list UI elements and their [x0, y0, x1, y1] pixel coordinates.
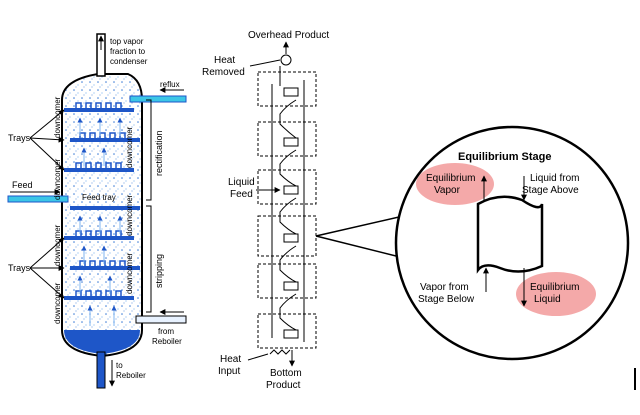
- equilibrium-stage: Equilibrium Stage Equilibrium Vapor Equi…: [394, 125, 630, 361]
- distillation-column: downcomer downcomer downcomer downcomer …: [7, 33, 187, 389]
- downcomer-label-6: downcomer: [125, 252, 134, 294]
- stage-flow-lines: [271, 66, 305, 342]
- trays-label-bottom: Trays: [8, 263, 31, 273]
- trays-callout-top: [29, 109, 65, 171]
- edge-mark: [634, 368, 636, 390]
- column-shell: [61, 73, 143, 358]
- eq-vapor-highlight: [416, 163, 494, 205]
- overhead-product-label: Overhead Product: [248, 30, 329, 41]
- liquid-from-above-label: Liquid from Stage Above: [522, 173, 582, 196]
- feed-tray-label: Feed tray: [82, 193, 116, 202]
- stripping-label: stripping: [154, 254, 164, 288]
- bottom-liquid: [64, 330, 140, 354]
- equilibrium-title: Equilibrium Stage: [458, 151, 552, 163]
- downcomer-label-5: downcomer: [53, 224, 62, 266]
- stage-schematic: Overhead Product Heat Removed: [202, 30, 421, 391]
- to-reboiler-pipe: [96, 351, 106, 389]
- rectification-bracket: [146, 99, 152, 201]
- eq-liquid-label: Equilibrium Liquid: [530, 282, 582, 305]
- reflux-label: reflux: [160, 80, 180, 89]
- condenser-icon: [280, 54, 292, 66]
- trays-label-top: Trays: [8, 133, 31, 143]
- stage-internals: [283, 87, 299, 339]
- downcomer-label-3: downcomer: [53, 158, 62, 200]
- top-vapor-label: top vapor fraction to condenser: [110, 37, 148, 66]
- stage-sheet: [476, 195, 544, 274]
- rectification-label: rectification: [154, 130, 164, 176]
- eq-vapor-label: Equilibrium Vapor: [426, 173, 478, 196]
- downcomer-label-2: downcomer: [125, 126, 134, 168]
- tray-stack: [64, 108, 140, 300]
- reboiler-return-pipe: [135, 315, 187, 324]
- vapor-from-below-label: Vapor from Stage Below: [418, 282, 475, 305]
- to-reboiler-label: to Reboiler: [116, 361, 146, 380]
- downcomer-label-1: downcomer: [53, 96, 62, 138]
- reflux-pipe: [129, 95, 187, 103]
- heat-removed-label: Heat Removed: [202, 55, 245, 78]
- stage-boxes: [257, 71, 317, 349]
- reboiler-coil-icon: [269, 349, 291, 355]
- downcomer-label-4: downcomer: [125, 194, 134, 236]
- vapor-arrows: [77, 117, 123, 326]
- feed-label: Feed: [12, 180, 33, 190]
- liquid-feed-label: Liquid Feed: [228, 177, 257, 200]
- top-vapor-pipe: [96, 33, 106, 77]
- trays-callout-bottom: [29, 237, 65, 299]
- downcomer-label-7: downcomer: [53, 282, 62, 324]
- feed-pipe: [7, 195, 69, 203]
- heat-input-label: Heat Input: [218, 354, 244, 377]
- from-reboiler-label: from Reboiler: [152, 327, 182, 346]
- bottom-product-label: Bottom Product: [266, 368, 304, 391]
- eq-liquid-highlight: [516, 272, 596, 316]
- stripping-bracket: [146, 205, 152, 313]
- bubble-caps: [75, 102, 126, 296]
